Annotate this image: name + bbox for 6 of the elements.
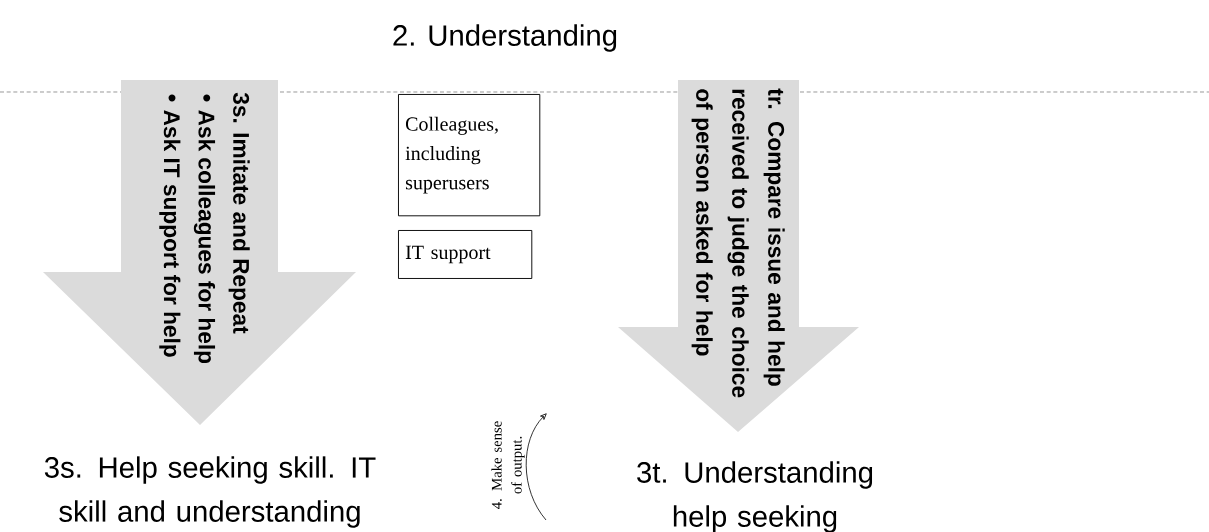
label: 4. Make sense of output. (491, 421, 525, 509)
label: 3s. Help seeking skill. IT skill and understanding (44, 456, 376, 528)
heading: 2. Understanding (393, 24, 617, 52)
label: 3t. Understanding help seeking (637, 461, 873, 532)
text-box: Colleagues, including superusers (398, 94, 541, 217)
text-box: IT support (398, 230, 533, 279)
